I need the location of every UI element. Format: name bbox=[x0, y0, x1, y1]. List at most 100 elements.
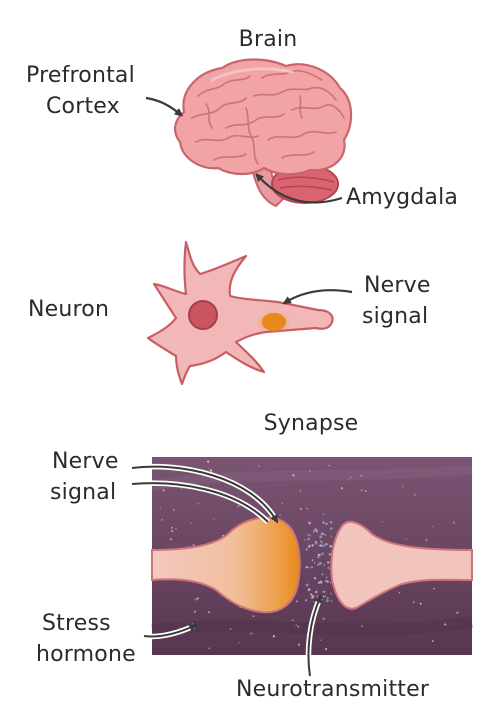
neurotransmitter-particle bbox=[322, 544, 325, 548]
neuron-nucleus bbox=[188, 300, 218, 330]
stress-hormone-label: Stress hormone bbox=[36, 611, 136, 667]
hormone-particle bbox=[292, 474, 295, 477]
neuron-nerve-signal-arrow bbox=[286, 289, 353, 302]
neurotransmitter-particle bbox=[324, 533, 326, 536]
hormone-particle bbox=[272, 635, 276, 638]
neurotransmitter-particle bbox=[308, 534, 311, 537]
neuron-title: Neuron bbox=[28, 297, 110, 322]
nerve-signal-pulse bbox=[262, 313, 286, 331]
hormone-particle bbox=[252, 615, 255, 618]
neurotransmitter-particle bbox=[326, 599, 329, 603]
hormone-particle bbox=[162, 489, 165, 492]
hormone-particle bbox=[297, 643, 301, 646]
hormone-particle bbox=[160, 518, 164, 521]
hormone-particle bbox=[213, 518, 215, 520]
hormone-particle bbox=[295, 624, 298, 627]
brain-title: Brain bbox=[238, 27, 298, 52]
hormone-particle bbox=[291, 619, 294, 622]
hormone-particle bbox=[412, 601, 415, 604]
hormone-particle bbox=[208, 647, 211, 650]
neurotransmitter-particle bbox=[319, 544, 322, 547]
hormone-particle bbox=[320, 540, 322, 542]
hormone-particle bbox=[159, 506, 161, 509]
neurotransmitter-particle bbox=[325, 543, 328, 546]
neurotransmitter-particle bbox=[305, 565, 309, 569]
neurotransmitter-particle bbox=[304, 599, 308, 602]
hormone-particle bbox=[304, 539, 306, 541]
hormone-particle bbox=[349, 476, 352, 479]
receiving-dendrite bbox=[330, 520, 473, 610]
hormone-particle bbox=[328, 464, 330, 467]
neurotransmitter-particle bbox=[311, 559, 314, 562]
neurotransmitter-particle bbox=[319, 535, 323, 539]
hormone-particle bbox=[444, 623, 447, 626]
hormone-particle bbox=[171, 530, 174, 533]
neurotransmitter-particle bbox=[327, 566, 330, 569]
hormone-particle bbox=[310, 593, 313, 596]
hormone-particle bbox=[311, 544, 314, 547]
hormone-particle bbox=[433, 587, 435, 590]
hormone-particle bbox=[325, 648, 328, 651]
prefrontal-cortex-label: Prefrontal Cortex bbox=[26, 63, 135, 119]
hormone-particle bbox=[320, 639, 322, 641]
hormone-particle bbox=[250, 632, 253, 635]
neurotransmitter-particle bbox=[308, 544, 311, 548]
neurotransmitter-particle bbox=[329, 581, 332, 584]
stress-hormone-arrow bbox=[143, 623, 194, 640]
neurotransmitter-particle bbox=[307, 534, 309, 536]
hormone-particle bbox=[456, 611, 459, 615]
neurotransmitter-particle bbox=[326, 597, 329, 600]
hormone-particle bbox=[401, 486, 404, 488]
synapse-title: Synapse bbox=[263, 411, 359, 436]
hormone-particle bbox=[364, 490, 367, 492]
neurotransmitter-particle bbox=[324, 579, 328, 583]
neurotransmitter-particle bbox=[312, 601, 315, 603]
neurotransmitter-particle bbox=[330, 599, 333, 602]
neurotransmitter-particle bbox=[307, 588, 311, 591]
hormone-particle bbox=[308, 566, 310, 569]
hormone-particle bbox=[190, 522, 192, 524]
hormone-particle bbox=[194, 598, 197, 601]
neurotransmitter-particle bbox=[313, 562, 316, 564]
neurotransmitter-particle bbox=[312, 531, 315, 533]
neurotransmitter-particle bbox=[317, 556, 320, 559]
axon-terminal bbox=[151, 516, 301, 614]
neurotransmitter-particle bbox=[313, 529, 317, 532]
hormone-particle bbox=[360, 474, 363, 477]
neurotransmitter-particle bbox=[323, 590, 326, 593]
hormone-particle bbox=[360, 489, 363, 492]
hormone-particle bbox=[207, 467, 210, 469]
hormone-particle bbox=[297, 625, 300, 628]
neurotransmitter-particles bbox=[304, 521, 333, 603]
hormone-particle bbox=[180, 487, 183, 489]
neurotransmitter-particle bbox=[324, 595, 326, 598]
neurotransmitter-particle bbox=[325, 522, 328, 526]
synapse-nerve-signal-arrow bbox=[131, 463, 279, 524]
neurotransmitter-particle bbox=[305, 548, 308, 551]
neurotransmitter-label: Neurotransmitter bbox=[236, 677, 430, 702]
hormone-particle bbox=[328, 568, 331, 570]
neurotransmitter-particle bbox=[319, 580, 323, 584]
neurotransmitter-particle bbox=[315, 530, 319, 533]
hormone-particle bbox=[453, 521, 455, 524]
hormone-particle bbox=[398, 591, 401, 594]
hormone-particle bbox=[193, 610, 197, 613]
prefrontal-cortex-arrow bbox=[145, 96, 180, 114]
neuron-body bbox=[146, 240, 334, 386]
neurotransmitter-particle bbox=[329, 527, 333, 530]
neurotransmitter-particle bbox=[330, 521, 333, 524]
hormone-particle bbox=[197, 502, 200, 505]
hormone-particle bbox=[306, 507, 309, 510]
neurotransmitter-particle bbox=[330, 592, 333, 595]
neurotransmitter-particle bbox=[330, 535, 333, 537]
hormone-particle bbox=[196, 597, 199, 600]
neurotransmitter-particle bbox=[322, 521, 325, 524]
neurotransmitter-particle bbox=[329, 544, 333, 548]
neurotransmitter-particle bbox=[320, 532, 324, 536]
neurotransmitter-particle bbox=[307, 537, 310, 541]
neurotransmitter-particle bbox=[321, 573, 324, 576]
brain-folds bbox=[191, 69, 345, 165]
neurotransmitter-arrow bbox=[305, 598, 323, 677]
hormone-particle bbox=[322, 617, 325, 620]
